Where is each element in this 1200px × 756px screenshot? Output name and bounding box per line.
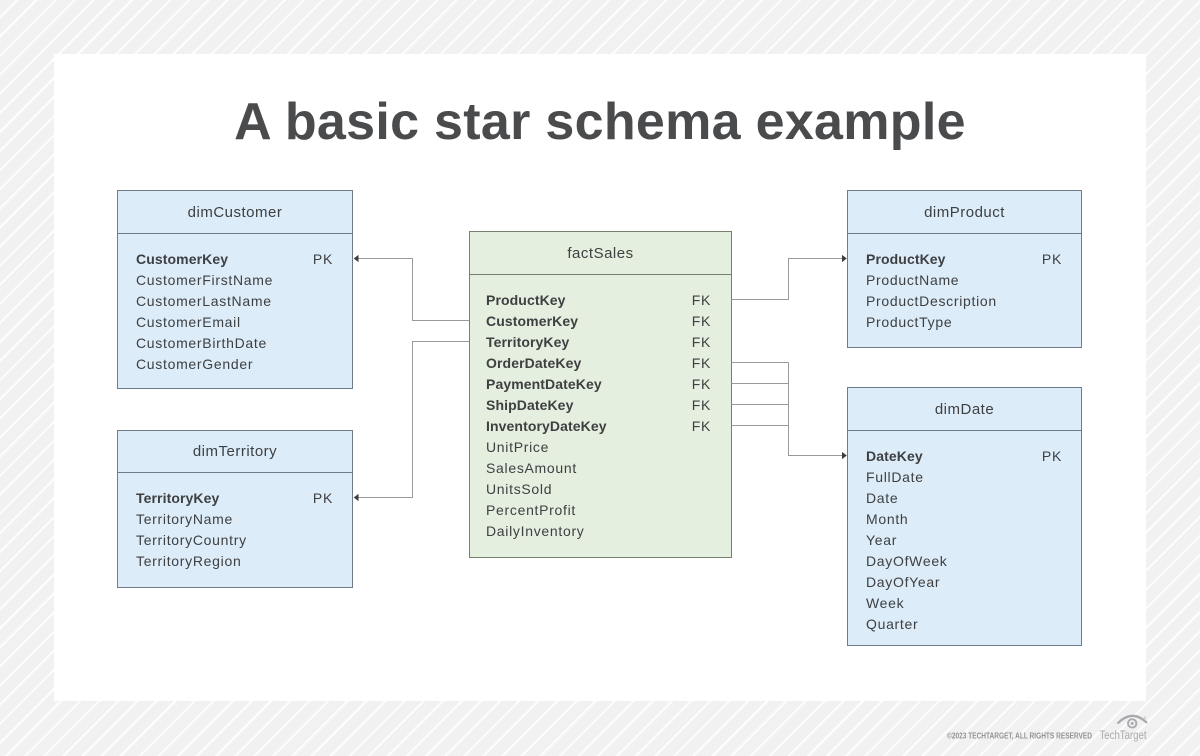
svg-text:TechTarget: TechTarget	[1100, 728, 1148, 742]
svg-text:®: ®	[1143, 715, 1146, 720]
svg-text:©2023 TECHTARGET, ALL RIGHTS R: ©2023 TECHTARGET, ALL RIGHTS RESERVED	[947, 731, 1092, 740]
